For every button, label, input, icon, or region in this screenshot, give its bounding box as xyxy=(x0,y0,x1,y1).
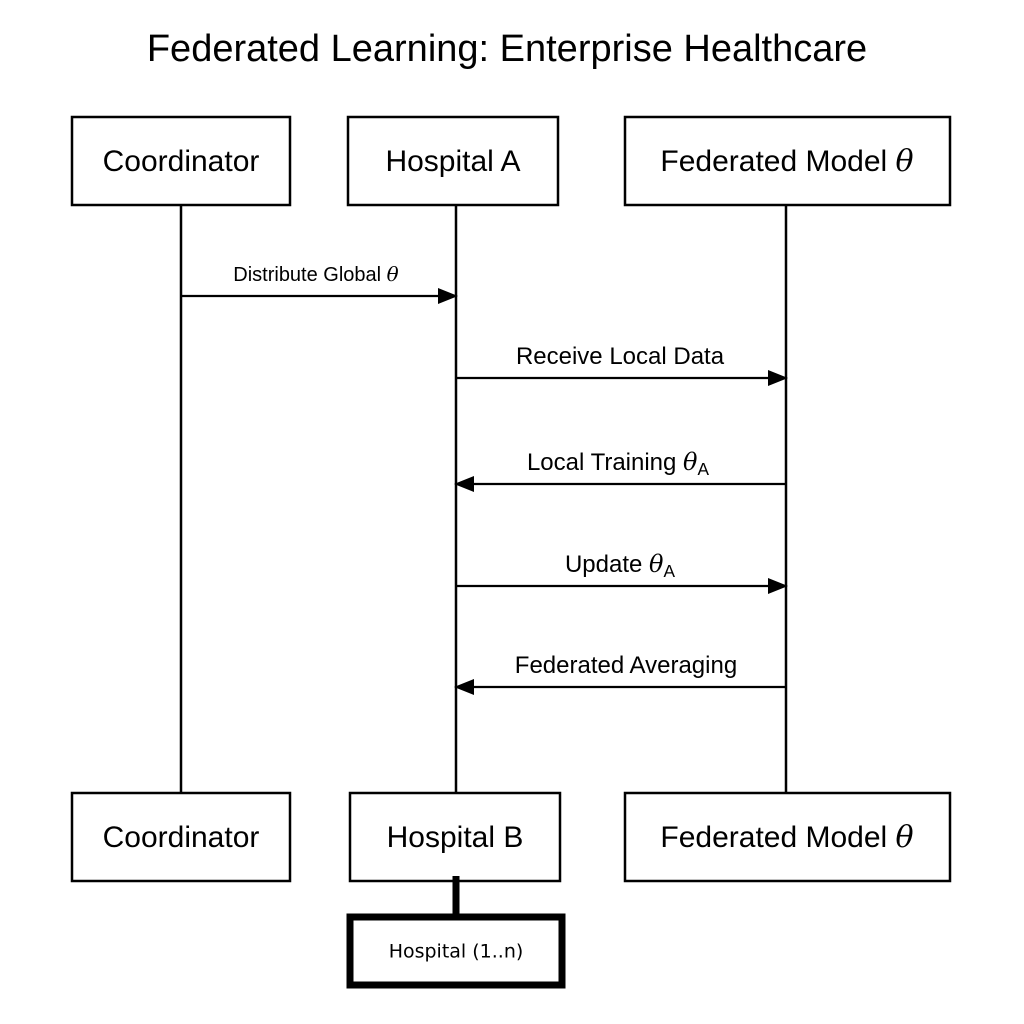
message-label: Receive Local Data xyxy=(516,343,725,370)
participant-box-federated-model-bottom[interactable]: Federated Model θ xyxy=(623,791,952,883)
message-arrowhead-left xyxy=(454,679,474,695)
note-box-rect xyxy=(346,913,566,989)
participant-label: Federated Model θ xyxy=(660,820,913,855)
message-arrowhead-left xyxy=(454,476,474,492)
message-receive-local-data[interactable]: Receive Local Data xyxy=(456,343,788,386)
message-distribute-global-theta[interactable]: Distribute Global θ xyxy=(181,262,458,304)
message-label: Federated Averaging xyxy=(515,652,737,679)
message-label: Local Training θA xyxy=(527,448,710,479)
participant-box-hospital-b-bottom[interactable]: Hospital B xyxy=(348,791,562,883)
lifelines xyxy=(179,205,788,793)
participant-box-rect xyxy=(70,791,292,883)
participant-box-rect xyxy=(623,115,952,207)
participant-box-rect xyxy=(70,115,292,207)
message-update-theta-a[interactable]: Update θA xyxy=(456,550,788,594)
participant-box-coordinator-top[interactable]: Coordinator xyxy=(70,115,292,207)
participant-box-coordinator-bottom[interactable]: Coordinator xyxy=(70,791,292,883)
participant-label: Federated Model θ xyxy=(660,144,913,179)
participant-box-hospital-a-top[interactable]: Hospital A xyxy=(346,115,560,207)
participant-label: Hospital B xyxy=(387,821,524,854)
note-hospital-multiplicity[interactable]: Hospital (1..n) xyxy=(346,913,566,989)
message-arrowhead-right xyxy=(438,288,458,304)
participant-box-rect xyxy=(623,791,952,883)
participant-label: Coordinator xyxy=(103,145,260,178)
page-title: Federated Learning: Enterprise Healthcar… xyxy=(147,28,867,70)
message-label: Update θA xyxy=(565,550,676,581)
note-label: Hospital (1..n) xyxy=(389,941,524,963)
message-federated-averaging[interactable]: Federated Averaging xyxy=(454,652,786,695)
participant-label: Coordinator xyxy=(103,821,260,854)
participant-box-federated-model-top[interactable]: Federated Model θ xyxy=(623,115,952,207)
message-arrowhead-right xyxy=(768,370,788,386)
message-label: Distribute Global θ xyxy=(233,262,398,286)
participant-label: Hospital A xyxy=(385,145,520,178)
participant-box-rect xyxy=(348,791,562,883)
message-local-training-theta-a[interactable]: Local Training θA xyxy=(454,448,786,492)
participant-box-rect xyxy=(346,115,560,207)
message-arrowhead-right xyxy=(768,578,788,594)
